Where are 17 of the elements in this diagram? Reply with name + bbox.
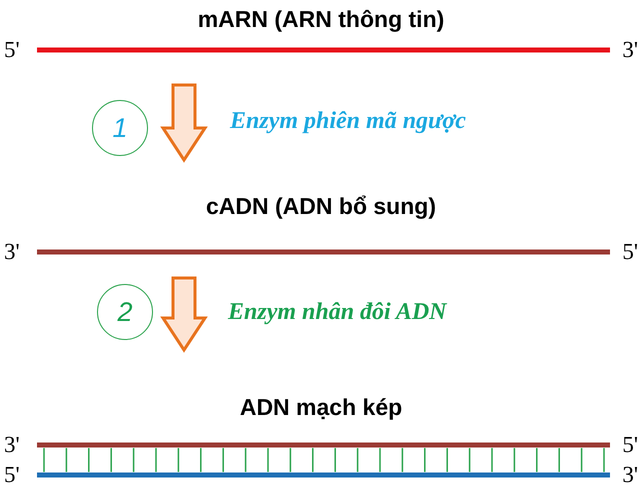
strand-end-label: 5' (4, 37, 20, 63)
strand-end-label: 5' (4, 462, 20, 488)
strand-end-label: 3' (4, 239, 20, 265)
strand-end-label: 3' (622, 37, 638, 63)
strand-title: cADN (ADN bổ sung) (206, 193, 436, 220)
strand-end-label: 5' (622, 239, 638, 265)
enzyme-label: Enzym phiên mã ngược (230, 108, 466, 134)
strand-end-label: 3' (622, 462, 638, 488)
step-number-circle: 2 (97, 284, 153, 340)
strand-end-label: 3' (4, 432, 20, 458)
enzyme-label: Enzym nhân đôi ADN (228, 299, 447, 326)
step-number-circle: 1 (92, 100, 148, 156)
block-arrow (160, 84, 208, 163)
strand-end-label: 5' (622, 432, 638, 458)
strand-title: ADN mạch kép (240, 394, 402, 421)
strand-title: mARN (ARN thông tin) (198, 6, 444, 33)
block-arrow (160, 276, 208, 353)
